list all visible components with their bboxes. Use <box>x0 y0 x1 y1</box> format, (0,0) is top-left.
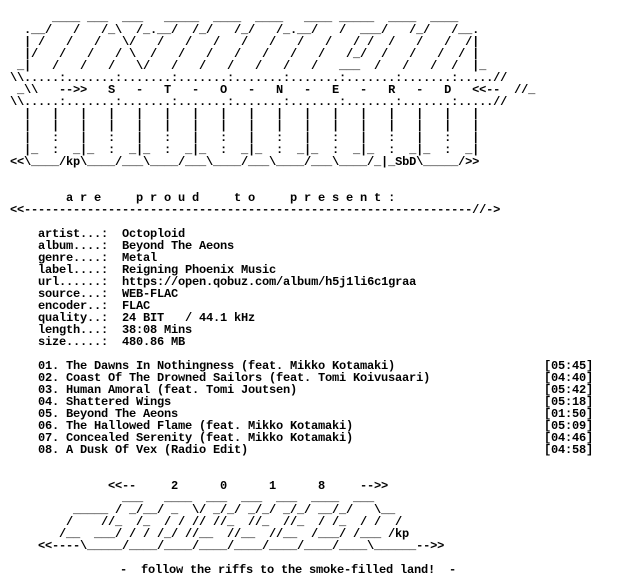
tagline: - follow the riffs to the smoke-filled l… <box>120 563 457 577</box>
logo-line: / //_ /_ / / // //_ //_ //_ / /_ / / / <box>38 515 403 529</box>
track-title: 03. Human Amoral (feat. Tomi Joutsen) <box>38 383 298 397</box>
track-row: 04. Shattered Wings <box>38 396 430 408</box>
logo-line: | | | | | | | | | | | | | | | | | <box>10 107 480 121</box>
info-label: quality..: <box>38 311 109 325</box>
logo-line: .__/ / /_\ /_.__/ /_/ /_/ /_.__/ / ___/ … <box>10 23 480 37</box>
track-row: 07. Concealed Serenity (feat. Mikko Kota… <box>38 432 430 444</box>
track-title: 05. Beyond The Aeons <box>38 407 179 421</box>
track-duration: [05:09] <box>544 419 594 433</box>
info-genre: genre....: Metal <box>38 252 416 264</box>
stonerd-logo-ascii: ____ ___ ___ _____ ____ ____ ____ _____ … <box>10 12 535 168</box>
logo-line: _____ / _/__/ _ \/ _/_/ _/_/ _/_/ __/_/ … <box>38 503 396 517</box>
track-duration: [04:58] <box>544 443 594 457</box>
tracklist: 01. The Dawns In Nothingness (feat. Mikk… <box>38 360 430 456</box>
logo-line: |/ / / / \ / / / / / / / /_/ / / / / | <box>10 47 480 61</box>
track-title: 06. The Hallowed Flame (feat. Mikko Kota… <box>38 419 354 433</box>
track-row: 08. A Dusk Of Vex (Radio Edit) <box>38 444 430 456</box>
presents-line: a r e p r o u d t o p r e s e n t : <box>10 191 396 205</box>
logo-line: | / / / \/ / / / / / / / / / / / / /| <box>10 35 480 49</box>
info-value: Reigning Phoenix Music <box>122 263 277 277</box>
track-title: 01. The Dawns In Nothingness (feat. Mikk… <box>38 359 396 373</box>
track-duration: [04:46] <box>544 431 594 445</box>
info-label: source...: <box>38 287 109 301</box>
logo-line: <<\____/kp\____/___\____/___\____/___\__… <box>10 155 480 169</box>
info-label: genre....: <box>38 251 109 265</box>
logo-line: ___ ____ ___ ___ ___ ____ ___ <box>38 491 375 505</box>
track-title: 04. Shattered Wings <box>38 395 172 409</box>
logo-line: <<-- 2 0 1 8 -->> <box>38 479 389 493</box>
info-quality: quality..: 24 BIT / 44.1 kHz <box>38 312 416 324</box>
track-duration: [05:45] <box>544 359 594 373</box>
logo-line: _| / / / \/ / / / / / / ___ / / / / |_ <box>10 59 487 73</box>
info-value: Beyond The Aeons <box>122 239 235 253</box>
info-album: album....: Beyond The Aeons <box>38 240 416 252</box>
track-row: 02. Coast Of The Drowned Sailors (feat. … <box>38 372 430 384</box>
logo-line: | : | : | : | : | : | : | : | : | <box>10 131 480 145</box>
track-title: 02. Coast Of The Drowned Sailors (feat. … <box>38 371 431 385</box>
info-label: album....: <box>38 239 109 253</box>
info-label: encoder..: <box>38 299 109 313</box>
track-duration: [04:40] <box>544 371 594 385</box>
track-title: 08. A Dusk Of Vex (Radio Edit) <box>38 443 249 457</box>
logo-line: ____ ___ ___ _____ ____ ____ ____ _____ … <box>10 11 459 25</box>
logo-line: <<----\_____/____/____/____/____/____/__… <box>38 539 445 553</box>
tracklist-durations: [05:45][04:40][05:42][05:18][01:50][05:0… <box>544 360 593 456</box>
logo-line: /__ ___/ / / /_/ //__ //__ //__ /___/ /_… <box>38 527 410 541</box>
logo-line: \\.....:.......:.......:.......:.......:… <box>10 95 508 109</box>
track-duration: [05:42] <box>544 383 594 397</box>
logo-line: _\\ -->> S - T - O - N - E - R - D <<-- … <box>10 83 536 97</box>
info-label: length...: <box>38 323 109 337</box>
info-length: length...: 38:08 Mins <box>38 324 416 336</box>
info-encoder: encoder..: FLAC <box>38 300 416 312</box>
track-row: 06. The Hallowed Flame (feat. Mikko Kota… <box>38 420 430 432</box>
info-label-row: label....: Reigning Phoenix Music <box>38 264 416 276</box>
info-label: artist...: <box>38 227 109 241</box>
info-url: url......: https://open.qobuz.com/album/… <box>38 276 416 288</box>
info-label: url......: <box>38 275 109 289</box>
info-label: size.....: <box>38 335 109 349</box>
track-duration: [01:50] <box>544 407 594 421</box>
logo-line: | | | | | | | | | | | | | | | | | <box>10 119 480 133</box>
info-source: source...: WEB-FLAC <box>38 288 416 300</box>
info-label: label....: <box>38 263 109 277</box>
track-title: 07. Concealed Serenity (feat. Mikko Kota… <box>38 431 354 445</box>
info-value: Octoploid <box>122 227 186 241</box>
info-value: 38:08 Mins <box>122 323 193 337</box>
info-url-link[interactable]: https://open.qobuz.com/album/h5j1li6c1gr… <box>122 275 417 289</box>
info-value: WEB-FLAC <box>122 287 179 301</box>
info-value: FLAC <box>122 299 151 313</box>
presents-rule: <<--------------------------------------… <box>10 203 501 217</box>
track-row: 01. The Dawns In Nothingness (feat. Mikk… <box>38 360 430 372</box>
track-row: 05. Beyond The Aeons <box>38 408 430 420</box>
info-value: 24 BIT / 44.1 kHz <box>122 311 256 325</box>
year-logo-ascii: <<-- 2 0 1 8 -->> ___ ____ ___ ___ ___ _… <box>38 480 444 552</box>
track-duration: [05:18] <box>544 395 594 409</box>
presents-banner: a r e p r o u d t o p r e s e n t :<<---… <box>10 192 500 216</box>
logo-line: \\.....:.......:.......:.......:.......:… <box>10 71 508 85</box>
info-artist: artist...: Octoploid <box>38 228 416 240</box>
info-value: Metal <box>122 251 158 265</box>
logo-line: |_ : _|_ : _|_ : _|_ : _|_ : _|_ : _|_ :… <box>10 143 480 157</box>
info-size: size.....: 480.86 MB <box>38 336 416 348</box>
info-value: 480.86 MB <box>122 335 186 349</box>
track-row: 03. Human Amoral (feat. Tomi Joutsen) <box>38 384 430 396</box>
